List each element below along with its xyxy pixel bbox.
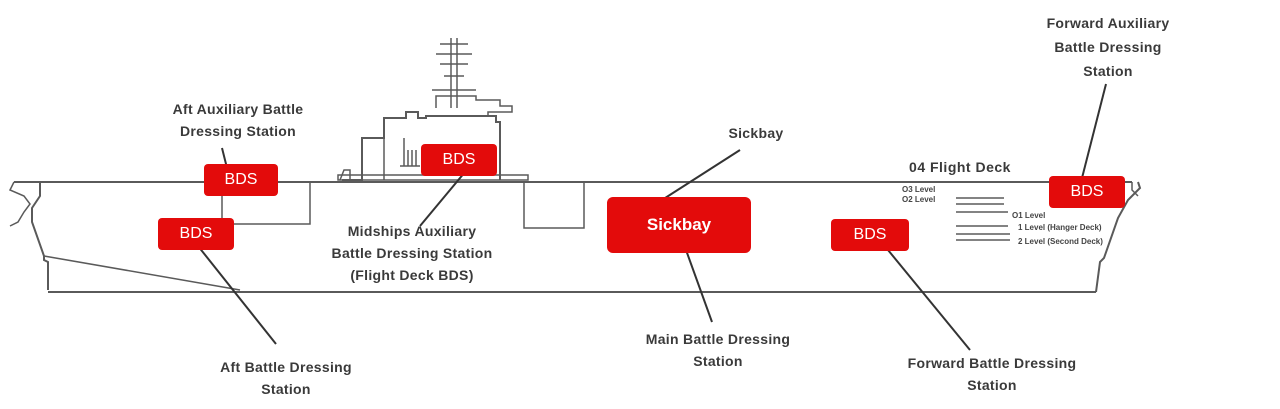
aft-bds-tag[interactable]: BDS (158, 218, 234, 250)
forward-bds-label-line1: Forward Battle Dressing (908, 355, 1077, 371)
aft-aux-label-line1: Aft Auxiliary Battle (173, 101, 304, 117)
aft-aux-label-line2: Dressing Station (180, 123, 296, 139)
flight-deck-label: 04 Flight Deck (909, 159, 1011, 175)
aft-bds-label-line2: Station (261, 381, 311, 397)
leader-lines (197, 83, 1107, 351)
level-label-o3: O3 Level (902, 185, 935, 194)
aft-aux-bds-tag[interactable]: BDS (204, 164, 278, 196)
sickbay-tag[interactable]: Sickbay (607, 197, 751, 253)
mast (432, 38, 513, 116)
midships-aux-label-line3: (Flight Deck BDS) (350, 267, 473, 283)
forward-aux-label-line3: Station (1083, 63, 1133, 79)
forward-aux-label-line2: Battle Dressing (1054, 39, 1161, 55)
forward-aux-label-line1: Forward Auxiliary (1047, 15, 1170, 31)
main-bds-label-line1: Main Battle Dressing (646, 331, 790, 347)
deck-level-lines: O3 Level O2 Level O1 Level 1 Level (Hang… (902, 185, 1103, 246)
midships-aux-label-line1: Midships Auxiliary (348, 223, 477, 239)
forward-bds-label-line2: Station (967, 377, 1017, 393)
level-label-o1: O1 Level (1012, 211, 1045, 220)
sickbay-label: Sickbay (728, 125, 783, 141)
forward-bds-tag[interactable]: BDS (831, 219, 909, 251)
aft-bds-label-line1: Aft Battle Dressing (220, 359, 352, 375)
midships-bds-tag[interactable]: BDS (421, 144, 497, 176)
main-bds-label-line2: Station (693, 353, 743, 369)
level-label-2: 2 Level (Second Deck) (1018, 237, 1103, 246)
level-label-o2: O2 Level (902, 195, 935, 204)
forward-aux-bds-tag[interactable]: BDS (1049, 176, 1125, 208)
station-labels: Aft Auxiliary Battle Dressing Station Mi… (173, 15, 1170, 397)
island-superstructure (337, 111, 529, 181)
midships-aux-label-line2: Battle Dressing Station (332, 245, 493, 261)
level-label-1: 1 Level (Hanger Deck) (1018, 223, 1102, 232)
